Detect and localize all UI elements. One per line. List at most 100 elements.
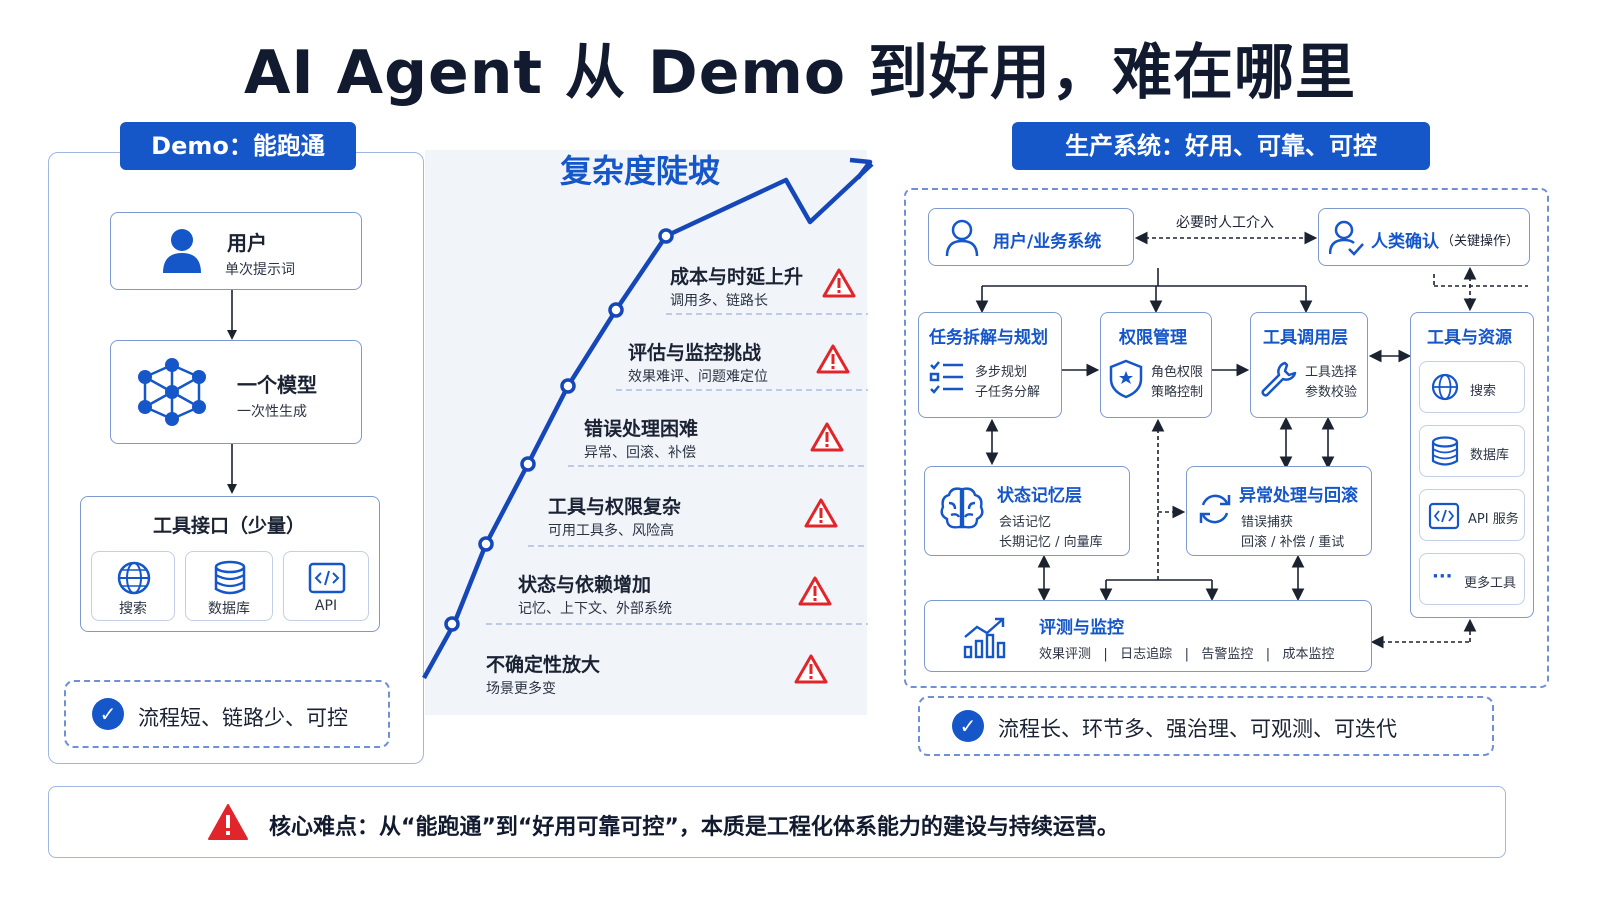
brain-icon (940, 487, 984, 529)
production-summary-box: ✓ 流程长、环节多、强治理、可观测、可迭代 (918, 696, 1494, 756)
tool-api: API (283, 551, 369, 621)
demo-model-card: 一个模型 一次性生成 (110, 340, 362, 444)
resource-label: 数据库 (1470, 448, 1510, 463)
warning-icon (816, 344, 850, 374)
task-line: 多步规划 (975, 365, 1028, 380)
task-planning-box: 任务拆解与规划 多步规划 子任务分解 (918, 312, 1062, 418)
production-summary: 流程长、环节多、强治理、可观测、可迭代 (998, 717, 1397, 741)
exception-title: 异常处理与回滚 (1239, 486, 1358, 506)
toolcall-line: 参数校验 (1305, 385, 1358, 400)
resource-database: 数据库 (1419, 425, 1525, 477)
monitor-title: 评测与监控 (1039, 618, 1124, 638)
database-icon (214, 560, 246, 595)
human-confirm-box: 人类确认 （关键操作） (1318, 208, 1530, 266)
warning-icon (798, 576, 832, 606)
human-confirm-note: （关键操作） (1441, 234, 1520, 249)
warning-icon (794, 654, 828, 684)
tool-label: 数据库 (208, 601, 250, 617)
monitoring-box: 评测与监控 效果评测 | 日志追踪 | 告警监控 | 成本监控 (924, 600, 1372, 672)
monitor-line: 效果评测 | 日志追踪 | 告警监控 | 成本监控 (1039, 647, 1335, 662)
chart-growth-icon (963, 617, 1006, 659)
slope-row-label: 成本与时延上升 (670, 266, 804, 288)
slope-row-sub: 记忆、上下文、外部系统 (518, 601, 672, 617)
demo-header: Demo：能跑通 (120, 122, 356, 170)
memory-line: 长期记忆 / 向量库 (999, 535, 1103, 550)
user-outline-icon (945, 219, 979, 257)
user-icon (163, 229, 201, 273)
production-header: 生产系统：好用、可靠、可控 (1012, 122, 1430, 170)
slope-row-label: 错误处理困难 (584, 418, 699, 440)
tool-search: 搜索 (91, 551, 175, 621)
demo-summary: 流程短、链路少、可控 (138, 706, 348, 730)
slope-row-label: 工具与权限复杂 (548, 496, 682, 518)
perm-line: 角色权限 (1151, 365, 1204, 380)
slope-row-label: 不确定性放大 (486, 654, 601, 676)
wrench-icon (1261, 361, 1297, 397)
resource-api: API 服务 (1419, 489, 1525, 541)
task-title: 任务拆解与规划 (929, 328, 1048, 348)
prod-user-title: 用户/业务系统 (993, 232, 1102, 252)
core-difficulty-bar: 核心难点：从“能跑通”到“好用可靠可控”，本质是工程化体系能力的建设与持续运营。 (48, 786, 1506, 858)
demo-user-sub: 单次提示词 (225, 262, 295, 278)
slope-row-label: 状态与依赖增加 (518, 574, 652, 596)
warning-icon (804, 498, 838, 528)
globe-icon (117, 561, 151, 595)
check-icon: ✓ (92, 698, 124, 730)
code-icon (308, 562, 346, 594)
perm-title: 权限管理 (1119, 328, 1187, 348)
globe-icon (1431, 373, 1459, 401)
page-title: AI Agent 从 Demo 到好用，难在哪里 (243, 38, 1357, 108)
slope-row-sub: 效果难评、问题难定位 (628, 369, 768, 385)
resource-label: 搜索 (1470, 384, 1497, 399)
checklist-icon (929, 361, 963, 394)
resource-label: API 服务 (1468, 512, 1519, 527)
user-check-icon (1329, 220, 1364, 256)
refresh-icon (1199, 494, 1231, 524)
perm-line: 策略控制 (1151, 385, 1204, 400)
human-confirm-title: 人类确认 (1371, 232, 1439, 252)
toolcall-title: 工具调用层 (1263, 328, 1348, 348)
exception-line: 错误捕获 (1241, 515, 1294, 530)
demo-tools-card: 工具接口（少量） 搜索 数据库 API (80, 496, 380, 632)
demo-tools-title: 工具接口（少量） (152, 515, 305, 537)
tools-resources-box: 工具与资源 搜索 数据库 API 服务 ··· 更多工具 (1410, 312, 1534, 618)
more-icon: ··· (1432, 566, 1453, 587)
memory-title: 状态记忆层 (997, 486, 1082, 506)
resource-label: 更多工具 (1464, 576, 1517, 591)
tool-database: 数据库 (185, 551, 273, 621)
demo-user-card: 用户 单次提示词 (110, 212, 362, 290)
slope-row-label: 评估与监控挑战 (628, 342, 762, 364)
shield-icon (1109, 359, 1143, 399)
slope-title: 复杂度陡坡 (560, 152, 721, 190)
slope-row-sub: 异常、回滚、补偿 (584, 445, 696, 461)
production-connectors (975, 231, 1528, 649)
core-difficulty-text: 核心难点：从“能跑通”到“好用可靠可控”，本质是工程化体系能力的建设与持续运营。 (269, 815, 1119, 840)
warning-icon (208, 804, 248, 840)
demo-summary-box: ✓ 流程短、链路少、可控 (64, 680, 390, 748)
memory-line: 会话记忆 (999, 515, 1052, 530)
warning-icon (822, 268, 856, 298)
resource-more: ··· 更多工具 (1419, 553, 1525, 605)
toolcall-line: 工具选择 (1305, 365, 1358, 380)
slope-row-sub: 调用多、链路长 (670, 293, 768, 309)
exception-line: 回滚 / 补偿 / 重试 (1241, 535, 1345, 550)
slope-row-sub: 场景更多变 (486, 681, 556, 697)
memory-box: 状态记忆层 会话记忆 长期记忆 / 向量库 (924, 466, 1130, 556)
tool-call-box: 工具调用层 工具选择 参数校验 (1250, 312, 1368, 418)
human-intervene-label: 必要时人工介入 (1176, 215, 1274, 231)
resources-title: 工具与资源 (1427, 328, 1512, 348)
prod-user-box: 用户/业务系统 (928, 208, 1134, 266)
tool-label: API (314, 598, 338, 614)
neural-network-icon (138, 358, 206, 426)
production-panel (904, 188, 1549, 688)
slope-background (425, 150, 867, 715)
exception-box: 异常处理与回滚 错误捕获 回滚 / 补偿 / 重试 (1186, 466, 1372, 556)
database-icon (1431, 436, 1459, 466)
permission-box: 权限管理 角色权限 策略控制 (1100, 312, 1212, 418)
slope-line (422, 157, 874, 680)
resource-search: 搜索 (1419, 361, 1525, 413)
task-line: 子任务分解 (975, 385, 1041, 400)
demo-model-title: 一个模型 (237, 373, 317, 397)
demo-model-sub: 一次性生成 (237, 404, 307, 420)
code-icon (1428, 502, 1460, 530)
